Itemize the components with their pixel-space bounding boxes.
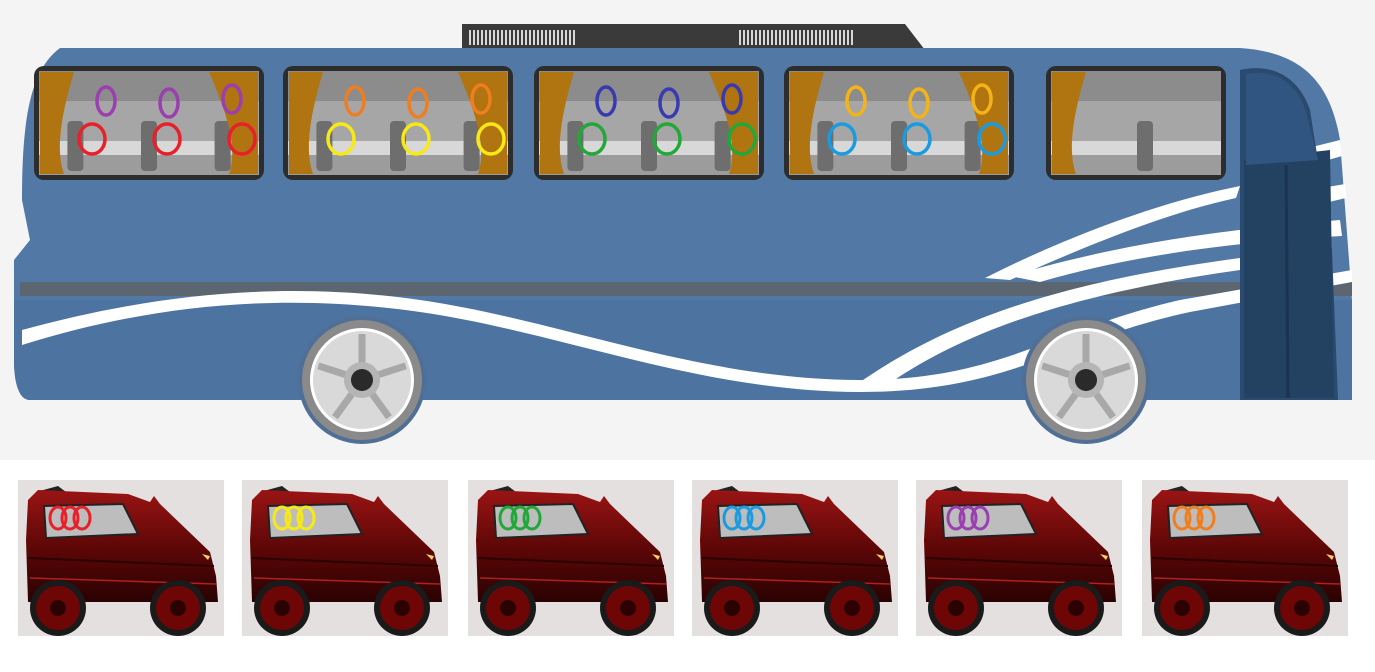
rider-marker-front — [652, 122, 682, 156]
car-passenger-marker — [72, 505, 92, 531]
car-passenger-marker — [522, 505, 542, 531]
wheel-hub — [1075, 369, 1097, 391]
roof-vent-right — [739, 30, 853, 45]
bus-swoosh-lower — [22, 270, 1352, 392]
rider-marker-front — [152, 122, 182, 156]
car-tile — [242, 480, 448, 636]
rider-marker-back — [95, 85, 117, 117]
seat-back — [390, 121, 406, 171]
car-passenger-marker — [1172, 505, 1192, 531]
car-tile — [18, 480, 224, 636]
bus-side-band — [20, 282, 1352, 296]
rider-marker-back — [221, 83, 243, 115]
bus-wheel — [298, 316, 426, 444]
bus-windows — [34, 66, 1226, 180]
car-passenger-marker — [498, 505, 518, 531]
car-passenger-marker — [510, 505, 530, 531]
curtain-left — [790, 72, 824, 174]
curtain-right — [458, 72, 507, 174]
bus-illustration — [0, 0, 1375, 460]
car-illustration — [26, 486, 218, 636]
bus-window — [34, 66, 264, 180]
seat-back — [463, 121, 480, 171]
car-passenger-marker — [60, 505, 80, 531]
car-tile — [468, 480, 674, 636]
car-passenger-marker — [1184, 505, 1204, 531]
rider-marker-back — [470, 83, 492, 115]
bus-window — [1046, 66, 1226, 180]
curtain-left — [289, 72, 323, 174]
rider-marker-back — [721, 83, 743, 115]
car-tile — [692, 480, 898, 636]
seat-back — [891, 121, 907, 171]
rider-marker-front — [827, 122, 857, 156]
bus-window — [534, 66, 764, 180]
car-passenger-marker — [746, 505, 766, 531]
car-passenger-marker — [48, 505, 68, 531]
car-tile — [916, 480, 1122, 636]
car-passenger-marker — [946, 505, 966, 531]
bus-swoosh-front-1 — [985, 186, 1240, 280]
seat-back — [714, 121, 731, 171]
curtain-right — [959, 72, 1008, 174]
seat-back — [964, 121, 981, 171]
car-passenger-marker — [272, 505, 292, 531]
car-illustration — [924, 486, 1116, 636]
seat-back — [641, 121, 657, 171]
rider-marker-front — [727, 122, 757, 156]
car-passenger-marker — [1196, 505, 1216, 531]
rider-marker-back — [658, 87, 680, 119]
rider-marker-front — [577, 122, 607, 156]
bus-window — [784, 66, 1014, 180]
bus-swoosh-front-3 — [860, 258, 1240, 390]
bus-wheel — [1022, 316, 1150, 444]
car-illustration — [1150, 486, 1342, 636]
rider-marker-front — [902, 122, 932, 156]
curtain-right — [709, 72, 758, 174]
rider-marker-back — [407, 87, 429, 119]
bus-front — [1240, 68, 1338, 400]
car-passenger-marker — [970, 505, 990, 531]
seat-back — [141, 121, 157, 171]
seat-back — [1137, 121, 1153, 171]
curtain-left — [540, 72, 574, 174]
rider-marker-back — [595, 85, 617, 117]
car-passenger-marker — [722, 505, 742, 531]
car-passenger-marker — [296, 505, 316, 531]
car-tile — [1142, 480, 1348, 636]
wheel-hub — [351, 369, 373, 391]
seat-back — [214, 121, 231, 171]
rider-marker-back — [971, 83, 993, 115]
rider-marker-back — [344, 85, 366, 117]
curtain-right — [209, 72, 258, 174]
rider-marker-front — [326, 122, 356, 156]
car-illustration — [476, 486, 668, 636]
roof-vent-left — [469, 30, 575, 45]
rider-marker-back — [908, 87, 930, 119]
bus-wheels — [298, 316, 1150, 444]
car-row — [0, 460, 1375, 672]
car-passenger-marker — [958, 505, 978, 531]
rider-marker-front — [227, 122, 257, 156]
rider-marker-front — [401, 122, 431, 156]
bus-window — [283, 66, 513, 180]
car-illustration — [700, 486, 892, 636]
curtain-left — [40, 72, 74, 174]
car-passenger-marker — [284, 505, 304, 531]
car-passenger-marker — [734, 505, 754, 531]
car-illustration — [250, 486, 442, 636]
rider-marker-front — [476, 122, 506, 156]
rider-marker-back — [158, 87, 180, 119]
curtain-left — [1052, 72, 1086, 174]
roof-rack — [462, 24, 925, 50]
rider-marker-front — [77, 122, 107, 156]
rider-marker-front — [977, 122, 1007, 156]
rider-marker-back — [845, 85, 867, 117]
